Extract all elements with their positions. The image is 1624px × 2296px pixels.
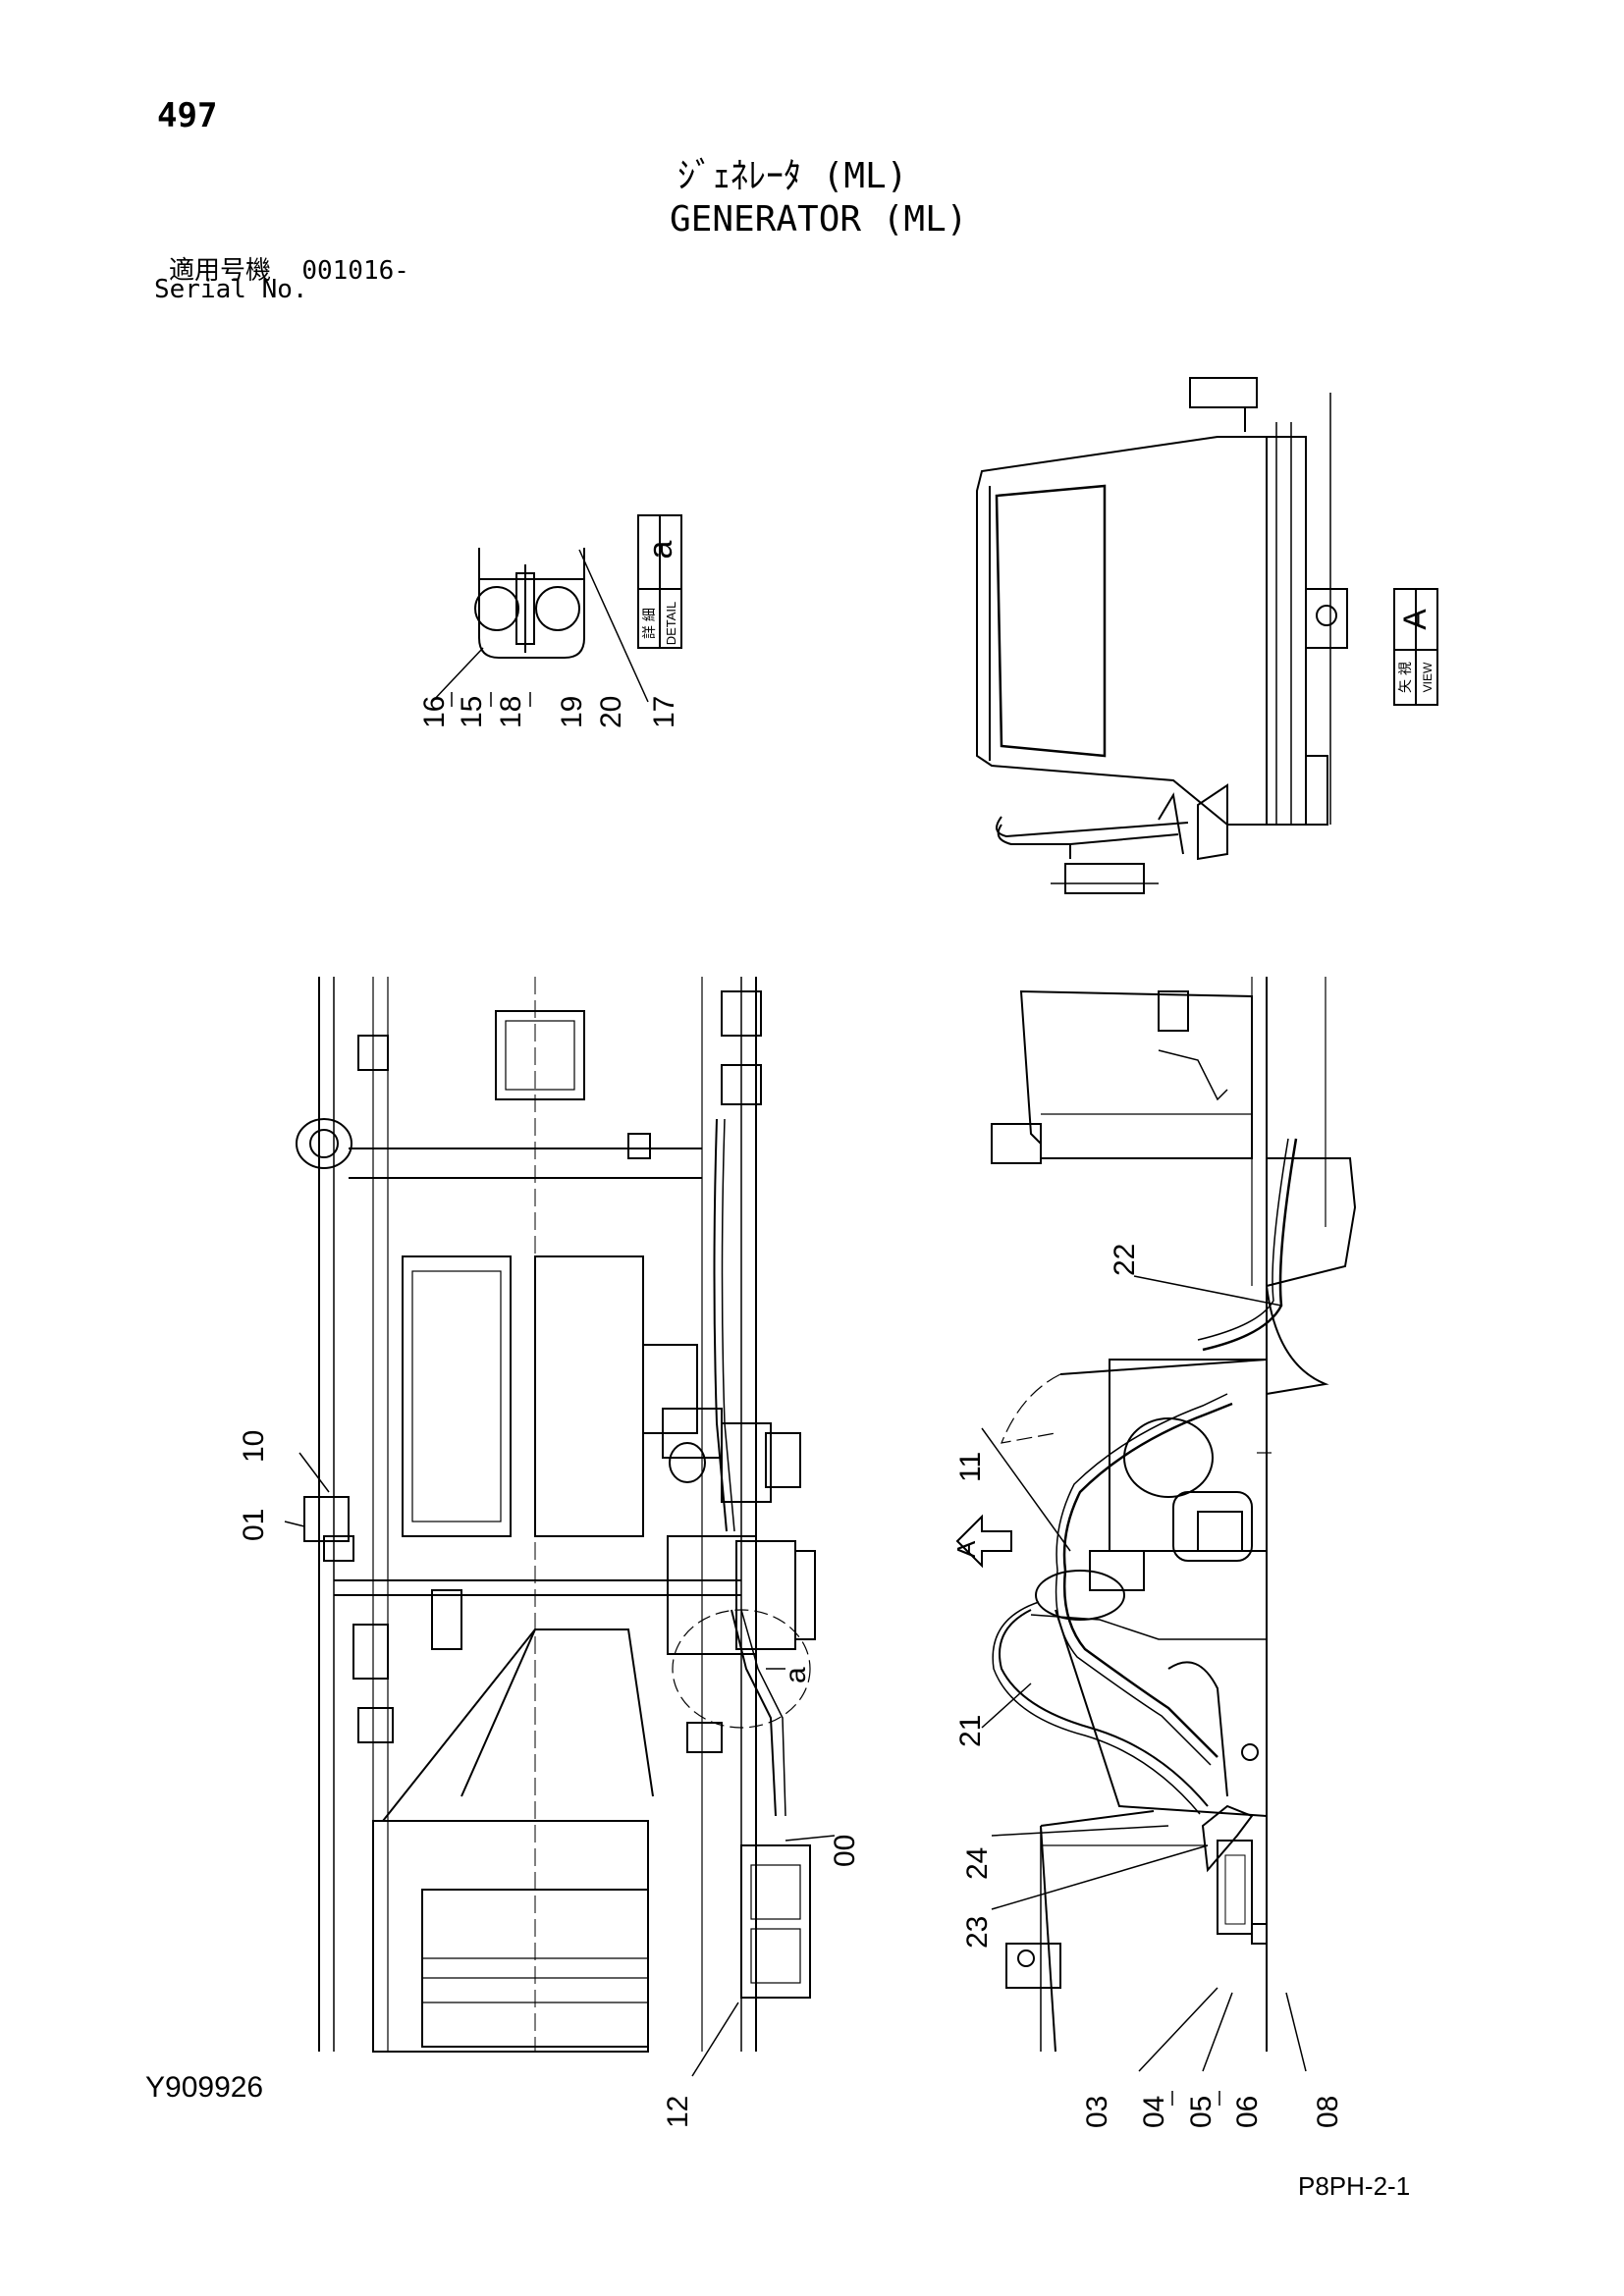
serial-label-jp: 適用号機 [169, 256, 272, 286]
serial-value: 001016- [301, 256, 409, 286]
callout-11: 11 [954, 1452, 987, 1482]
callout-00: 00 [829, 1835, 861, 1867]
callout-03: 03 [1081, 2096, 1113, 2128]
plan-view-drawing [284, 977, 836, 2077]
detail-box-char: a [642, 540, 679, 559]
callout-21: 21 [954, 1715, 987, 1747]
view-a-drawing [976, 377, 1348, 894]
view-box: A 矢 視 VIEW [1393, 588, 1438, 706]
callout-16: 16 [418, 696, 451, 728]
callout-12: 12 [662, 2096, 694, 2128]
callout-a: a [780, 1667, 812, 1683]
side-callouts: 22 11 A 21 24 23 03 04 05 06 08 [951, 1244, 1344, 2128]
callout-10: 10 [238, 1430, 270, 1463]
document-code: Y909926 [145, 2071, 264, 2104]
callout-08: 08 [1312, 2096, 1344, 2128]
title-english: GENERATOR (ML) [670, 199, 968, 240]
callout-24: 24 [961, 1847, 994, 1880]
side-view-drawing [955, 977, 1357, 2072]
view-box-label-en: VIEW [1421, 662, 1435, 692]
callout-23: 23 [961, 1916, 994, 1949]
callout-05: 05 [1185, 2096, 1218, 2128]
callout-06: 06 [1231, 2096, 1264, 2128]
detail-box-label-jp: 詳 細 [641, 608, 657, 639]
view-box-char: A [1397, 609, 1433, 630]
serial-label-japanese: 適用号機 001016- [169, 250, 409, 287]
serial-label-english: Serial No. [154, 275, 308, 304]
callout-04: 04 [1138, 2096, 1170, 2128]
title-japanese: ｼﾞｪﾈﾚｰﾀ (ML) [677, 156, 908, 196]
view-box-label-jp: 矢 視 [1397, 662, 1413, 693]
detail-a-drawing [431, 548, 649, 703]
detail-box: a 詳 細 DETAIL [637, 514, 682, 649]
callout-19: 19 [556, 696, 588, 728]
callout-A: A [951, 1540, 981, 1558]
callout-22: 22 [1109, 1244, 1141, 1276]
plan-callouts: 10 01 a 00 12 [238, 1430, 861, 2128]
callout-01: 01 [238, 1509, 270, 1541]
detail-box-label-en: DETAIL [664, 602, 678, 646]
callout-20: 20 [595, 696, 627, 728]
detail-callouts: 16 15 18 19 20 17 [418, 696, 680, 728]
callout-17: 17 [648, 696, 680, 728]
page-number: 497 [157, 96, 218, 135]
callout-15: 15 [456, 696, 488, 728]
page-code: P8PH-2-1 [1298, 2171, 1411, 2201]
callout-18: 18 [495, 696, 527, 728]
